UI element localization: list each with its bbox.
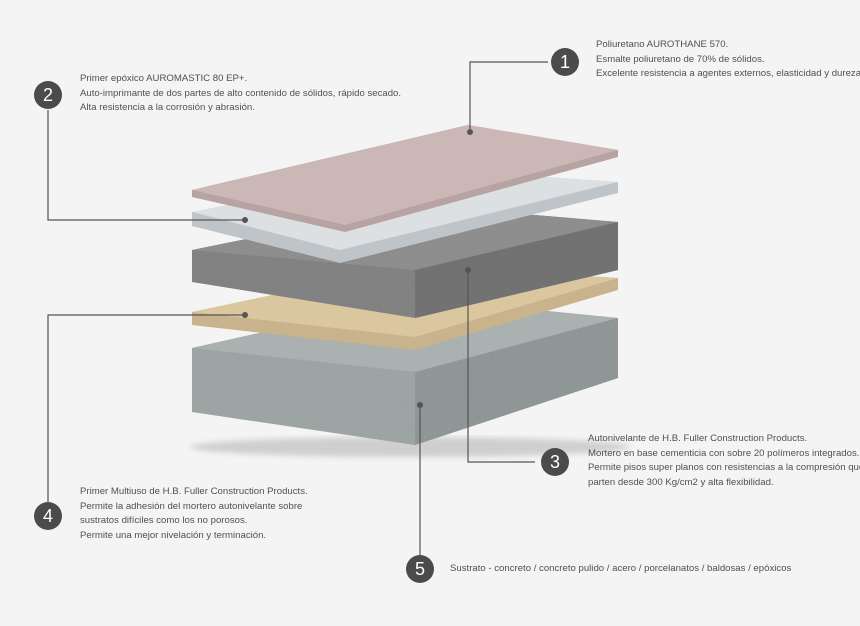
leader-dot-1	[467, 129, 473, 135]
callout-3-line-4: parten desde 300 Kg/cm2 y alta flexibili…	[588, 476, 774, 488]
callout-3-line-3: Permite pisos super planos con resistenc…	[588, 462, 860, 473]
leader-dot-3	[465, 267, 471, 273]
callout-1-line-3: Excelente resistencia a agentes externos…	[596, 68, 860, 79]
callout-4-line-3: sustratos difíciles como los no porosos.	[80, 515, 248, 526]
badge-1: 1	[551, 48, 579, 76]
leader-line-4	[47, 314, 245, 502]
leader-line-3	[467, 270, 535, 463]
polyurethane-top	[192, 125, 618, 225]
leader-dots	[242, 129, 473, 408]
badge-3: 3	[541, 448, 569, 476]
callout-4-line-2: Permite la adhesión del mortero autonive…	[80, 500, 303, 512]
badge-4: 4	[34, 502, 62, 530]
callout-3-line-1: Autonivelante de H.B. Fuller Constructio…	[588, 433, 808, 444]
callout-1-text: Poliuretano AUROTHANE 570. Esmalte poliu…	[596, 38, 860, 82]
polyurethane-layer	[192, 125, 618, 232]
callout-2-line-3: Alta resistencia a la corrosión y abrasi…	[80, 102, 255, 113]
leader-dot-4	[242, 312, 248, 318]
callout-2-line-2: Auto-imprimante de dos partes de alto co…	[80, 87, 402, 99]
badge-2: 2	[34, 81, 62, 109]
callout-5-text: Sustrato - concreto / concreto pulido / …	[450, 562, 791, 577]
callout-4-line-1: Primer Multiuso de H.B. Fuller Construct…	[80, 486, 308, 497]
leader-dot-5	[417, 402, 423, 408]
leader-lines	[47, 61, 548, 555]
leader-line-1	[469, 61, 548, 132]
leader-line-2	[47, 110, 245, 221]
callout-5-line-1: Sustrato - concreto / concreto pulido / …	[450, 563, 792, 574]
callout-3-text: Autonivelante de H.B. Fuller Constructio…	[588, 432, 860, 490]
callout-1-line-1: Poliuretano AUROTHANE 570.	[596, 39, 729, 50]
callout-4-text: Primer Multiuso de H.B. Fuller Construct…	[80, 485, 308, 543]
badge-5: 5	[406, 555, 434, 583]
callout-2-line-1: Primer epóxico AUROMASTIC 80 EP+.	[80, 73, 248, 84]
callout-1-line-2: Esmalte poliuretano de 70% de sólidos.	[596, 53, 765, 65]
callout-2-text: Primer epóxico AUROMASTIC 80 EP+. Auto-i…	[80, 72, 401, 116]
substrate-shadow	[190, 437, 630, 457]
callout-3-line-2: Mortero en base cementicia con sobre 20 …	[588, 447, 860, 459]
leader-dot-2	[242, 217, 248, 223]
callout-4-line-4: Permite una mejor nivelación y terminaci…	[80, 529, 267, 541]
